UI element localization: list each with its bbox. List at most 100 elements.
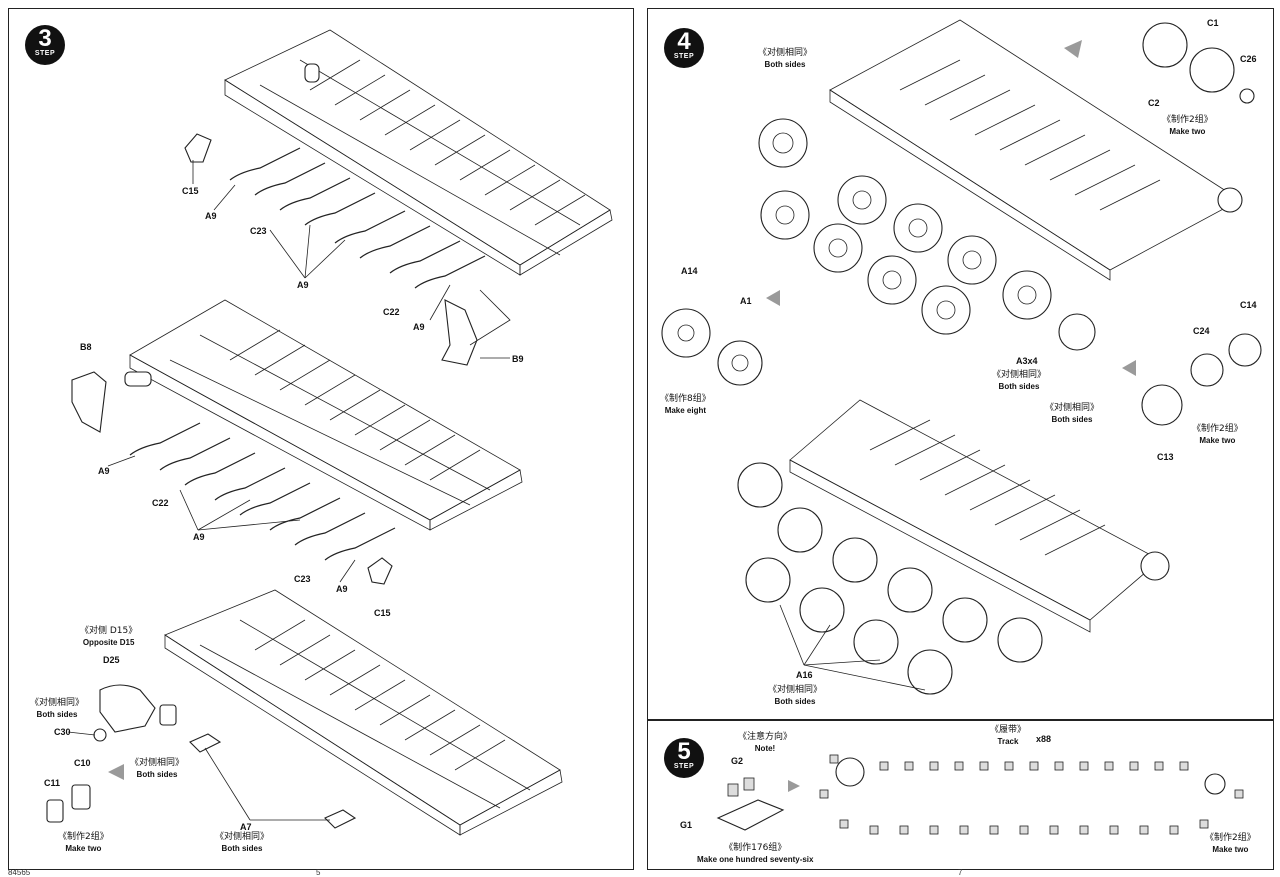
note-make-two-c13-cn: 《制作2组》 [1192,424,1243,434]
note-make-two-c1-en: Make two [1169,127,1206,136]
hull-drawing-step4-top [661,19,1262,426]
part-label-a9-top1: A9 [205,211,217,221]
track-drawing [716,754,1244,835]
leader-lines [67,160,926,821]
part-label-c26: C26 [1240,54,1257,64]
part-label-a1: A1 [740,296,752,306]
part-label-d25: D25 [103,655,120,665]
part-label-c23-top: C23 [250,226,267,236]
note-both-sides-a16: 《对侧相同》 Both sides [768,685,822,707]
step5-word: STEP [673,763,695,770]
note-both-sides-a3-en: Both sides [998,382,1040,391]
note-make-two-c11-en: Make two [65,844,102,853]
part-label-c1: C1 [1207,18,1219,28]
part-label-a14: A14 [681,266,698,276]
note-both-sides-idler-cn: 《对侧相同》 [1045,403,1100,413]
note-both-sides-a7-cn: 《对侧相同》 [215,832,270,842]
part-label-b8: B8 [80,342,92,352]
hull-drawing-bottom [46,589,563,836]
note-make-two-c1-cn: 《制作2组》 [1162,115,1213,125]
note-both-sides-sprocket-en: Both sides [764,60,806,69]
note-make-two-track-cn: 《制作2组》 [1205,833,1256,843]
note-both-sides-c10-cn: 《对侧相同》 [130,758,185,768]
note-both-sides-c10-en: Both sides [136,770,178,779]
step4-word: STEP [673,53,695,60]
step4-badge: 4 STEP [664,28,704,68]
footer-page-right: 7 [958,868,963,877]
part-label-c30: C30 [54,727,71,737]
part-label-c23-mid: C23 [294,574,311,584]
note-opposite-d15: 《对侧 D15》 Opposite D15 [80,626,137,648]
step5-panel [647,720,1274,870]
note-both-sides-d25-cn: 《对侧相同》 [30,698,85,708]
step3-badge: 3 STEP [25,25,65,65]
note-track: 《履带》 Track [990,725,1026,747]
footer-code: 84565 [8,868,31,877]
step5-number: 5 [677,738,691,765]
part-label-a9-mid2: A9 [336,584,348,594]
part-label-g1: G1 [680,820,693,830]
part-label-b9: B9 [512,354,524,364]
note-make-eight-en: Make eight [664,406,707,415]
note-make-two-c11-cn: 《制作2组》 [58,832,109,842]
step3-number: 3 [38,25,52,52]
part-label-a9-top2: A9 [413,322,425,332]
part-label-c11: C11 [44,778,61,788]
note-both-sides-a7-en: Both sides [221,844,263,853]
note-both-sides-c10: 《对侧相同》 Both sides [130,758,184,780]
note-make-two-c13: 《制作2组》 Make two [1192,424,1243,446]
note-make-two-c11: 《制作2组》 Make two [58,832,109,854]
step5-badge: 5 STEP [664,738,704,778]
note-opposite-d15-en: Opposite D15 [82,638,135,647]
part-label-a7: A7 [240,822,252,832]
part-label-a16: A16 [796,670,813,680]
note-both-sides-sprocket-cn: 《对侧相同》 [758,48,813,58]
note-both-sides-idler: 《对侧相同》 Both sides [1045,403,1099,425]
note-make-eight: 《制作8组》 Make eight [660,394,711,416]
note-opposite-d15-cn: 《对侧 D15》 [80,626,138,636]
note-make-176-en: Make one hundred seventy-six [697,855,814,864]
part-label-c24: C24 [1193,326,1210,336]
note-both-sides-a3: 《对侧相同》 Both sides [992,370,1046,392]
note-make-176: 《制作176组》 Make one hundred seventy-six [697,843,813,865]
part-label-a9-mid-group: A9 [193,532,205,542]
note-make-two-track-en: Make two [1212,845,1249,854]
note-track-cn: 《履带》 [990,725,1027,735]
part-label-c15-top: C15 [182,186,199,196]
note-make-two-track: 《制作2组》 Make two [1205,833,1256,855]
note-both-sides-idler-en: Both sides [1051,415,1093,424]
hull-drawing-top [184,29,613,366]
part-label-c13: C13 [1157,452,1174,462]
part-label-a9-mid1: A9 [98,466,110,476]
note-direction-en: Note! [754,744,776,753]
step3-word: STEP [34,50,56,57]
hull-drawing-middle [71,299,523,585]
part-label-c22-top: C22 [383,307,400,317]
note-make-eight-cn: 《制作8组》 [660,394,711,404]
note-both-sides-sprocket: 《对侧相同》 Both sides [758,48,812,70]
footer-page-left: 5 [316,868,321,877]
part-label-c22-mid: C22 [152,498,169,508]
note-both-sides-a16-cn: 《对侧相同》 [768,685,823,695]
part-label-g2: G2 [731,756,744,766]
part-label-c10: C10 [74,758,91,768]
note-track-en: Track [997,737,1019,746]
hull-drawing-step4-bottom [737,399,1170,695]
part-label-x88: x88 [1036,734,1052,744]
part-label-c2: C2 [1148,98,1160,108]
note-both-sides-a3-cn: 《对侧相同》 [992,370,1047,380]
note-both-sides-d25-en: Both sides [36,710,78,719]
step4-number: 4 [677,28,691,55]
note-make-two-c13-en: Make two [1199,436,1236,445]
part-label-a3x4: A3x4 [1016,356,1038,366]
note-both-sides-a7: 《对侧相同》 Both sides [215,832,269,854]
note-both-sides-d25: 《对侧相同》 Both sides [30,698,84,720]
note-direction-cn: 《注意方向》 [738,732,793,742]
note-direction: 《注意方向》 Note! [738,732,792,754]
part-label-c14: C14 [1240,300,1257,310]
note-make-two-c1: 《制作2组》 Make two [1162,115,1213,137]
note-make-176-cn: 《制作176组》 [724,843,787,853]
note-both-sides-a16-en: Both sides [774,697,816,706]
part-label-c15-mid: C15 [374,608,391,618]
